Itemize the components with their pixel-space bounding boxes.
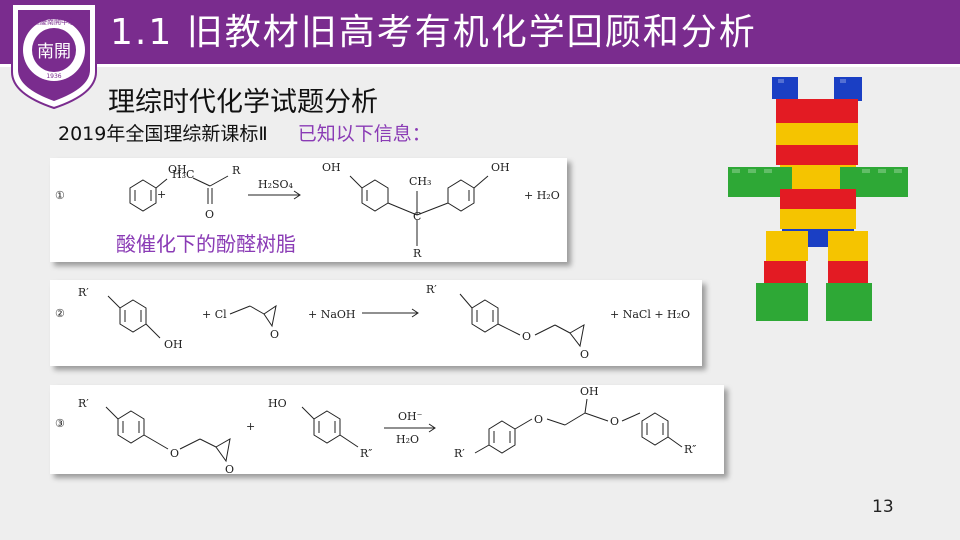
r1-h3c: H₃C <box>172 168 194 181</box>
r3-product-rdprime: R″ <box>684 443 696 456</box>
logo-ring-text: 重慶南開中學 <box>33 17 75 26</box>
reaction-3-diagram: ③ R′ O O + HO R″ OH⁻ H₂O O OH O R′ R″ <box>55 385 696 474</box>
r1-oh: OH <box>168 163 187 176</box>
r3-cond-top: OH⁻ <box>398 410 423 423</box>
reaction-panel-2: ② R′ OH + Cl O + NaOH R′ O O + NaCl + H₂… <box>50 280 702 366</box>
r2-byproducts: + NaCl + H₂O <box>610 308 690 321</box>
robot-blue-ear-right <box>834 77 862 101</box>
section-subtitle: 理综时代化学试题分析 <box>108 87 378 118</box>
r3-epoxide-o: O <box>225 463 234 474</box>
r3-o: O <box>170 447 179 460</box>
r1-product-oh: OH <box>491 161 510 174</box>
r2-product-rprime: R′ <box>426 283 437 296</box>
r2-naoh: + NaOH <box>308 308 356 321</box>
r3-rdprime: R″ <box>360 447 372 460</box>
reaction-2-number: ② <box>55 307 65 320</box>
r2-cl: + Cl <box>202 308 227 321</box>
reaction-2-diagram: ② R′ OH + Cl O + NaOH R′ O O + NaCl + H₂… <box>55 283 690 361</box>
exam-line: 2019年全国理综新课标Ⅱ 已知以下信息： <box>58 119 431 146</box>
robot-blue-ear-left <box>772 77 798 99</box>
reaction-1-diagram: ① OH + H₃C R O H₂SO₄ OH CH₃ C R OH + H₂O <box>55 161 560 260</box>
r2-epoxide-o: O <box>270 328 279 341</box>
r3-ho: HO <box>268 397 287 410</box>
r1-plus: + <box>157 188 166 201</box>
school-logo: 重慶南開中學 南開 1936 <box>11 3 97 110</box>
r3-cond-bottom: H₂O <box>396 433 419 446</box>
r1-o: O <box>205 208 214 221</box>
r1-water: + H₂O <box>524 189 560 202</box>
header-separator <box>0 64 960 67</box>
r1-r: R <box>232 164 241 177</box>
logo-text: 南開 <box>37 42 71 62</box>
r3-product-oh: OH <box>580 385 599 398</box>
page-title: 1.1 旧教材旧高考有机化学回顾和分析 <box>110 12 757 53</box>
page-number: 13 <box>872 497 894 517</box>
known-info-label: 已知以下信息： <box>297 123 431 145</box>
r1-catalyst: H₂SO₄ <box>258 178 294 191</box>
lego-robot-image <box>728 77 908 321</box>
r3-product-o1: O <box>534 413 543 426</box>
r1-c: C <box>413 210 421 223</box>
r2-product-o: O <box>522 330 531 343</box>
r3-plus: + <box>246 420 255 433</box>
reaction-panel-1: ① OH + H₃C R O H₂SO₄ OH CH₃ C R OH + H₂O… <box>50 158 567 262</box>
r1-ch3: CH₃ <box>409 175 431 188</box>
r1-ho: OH <box>322 161 341 174</box>
reaction-panel-3: ③ R′ O O + HO R″ OH⁻ H₂O O OH O R′ R″ <box>50 385 724 474</box>
reaction-3-number: ③ <box>55 417 65 430</box>
reaction-1-number: ① <box>55 189 65 202</box>
r3-product-rprime: R′ <box>454 447 465 460</box>
r3-product-o2: O <box>610 415 619 428</box>
header-bar <box>0 0 960 64</box>
r2-rprime: R′ <box>78 286 89 299</box>
r1-product-r: R <box>413 247 422 260</box>
logo-year: 1936 <box>46 73 61 80</box>
exam-label: 2019年全国理综新课标Ⅱ <box>58 123 268 145</box>
phenolic-resin-caption: 酸催化下的酚醛树脂 <box>116 232 296 256</box>
r2-oh: OH <box>164 338 183 351</box>
r2-product-epoxide-o: O <box>580 348 589 361</box>
r3-rprime: R′ <box>78 397 89 410</box>
